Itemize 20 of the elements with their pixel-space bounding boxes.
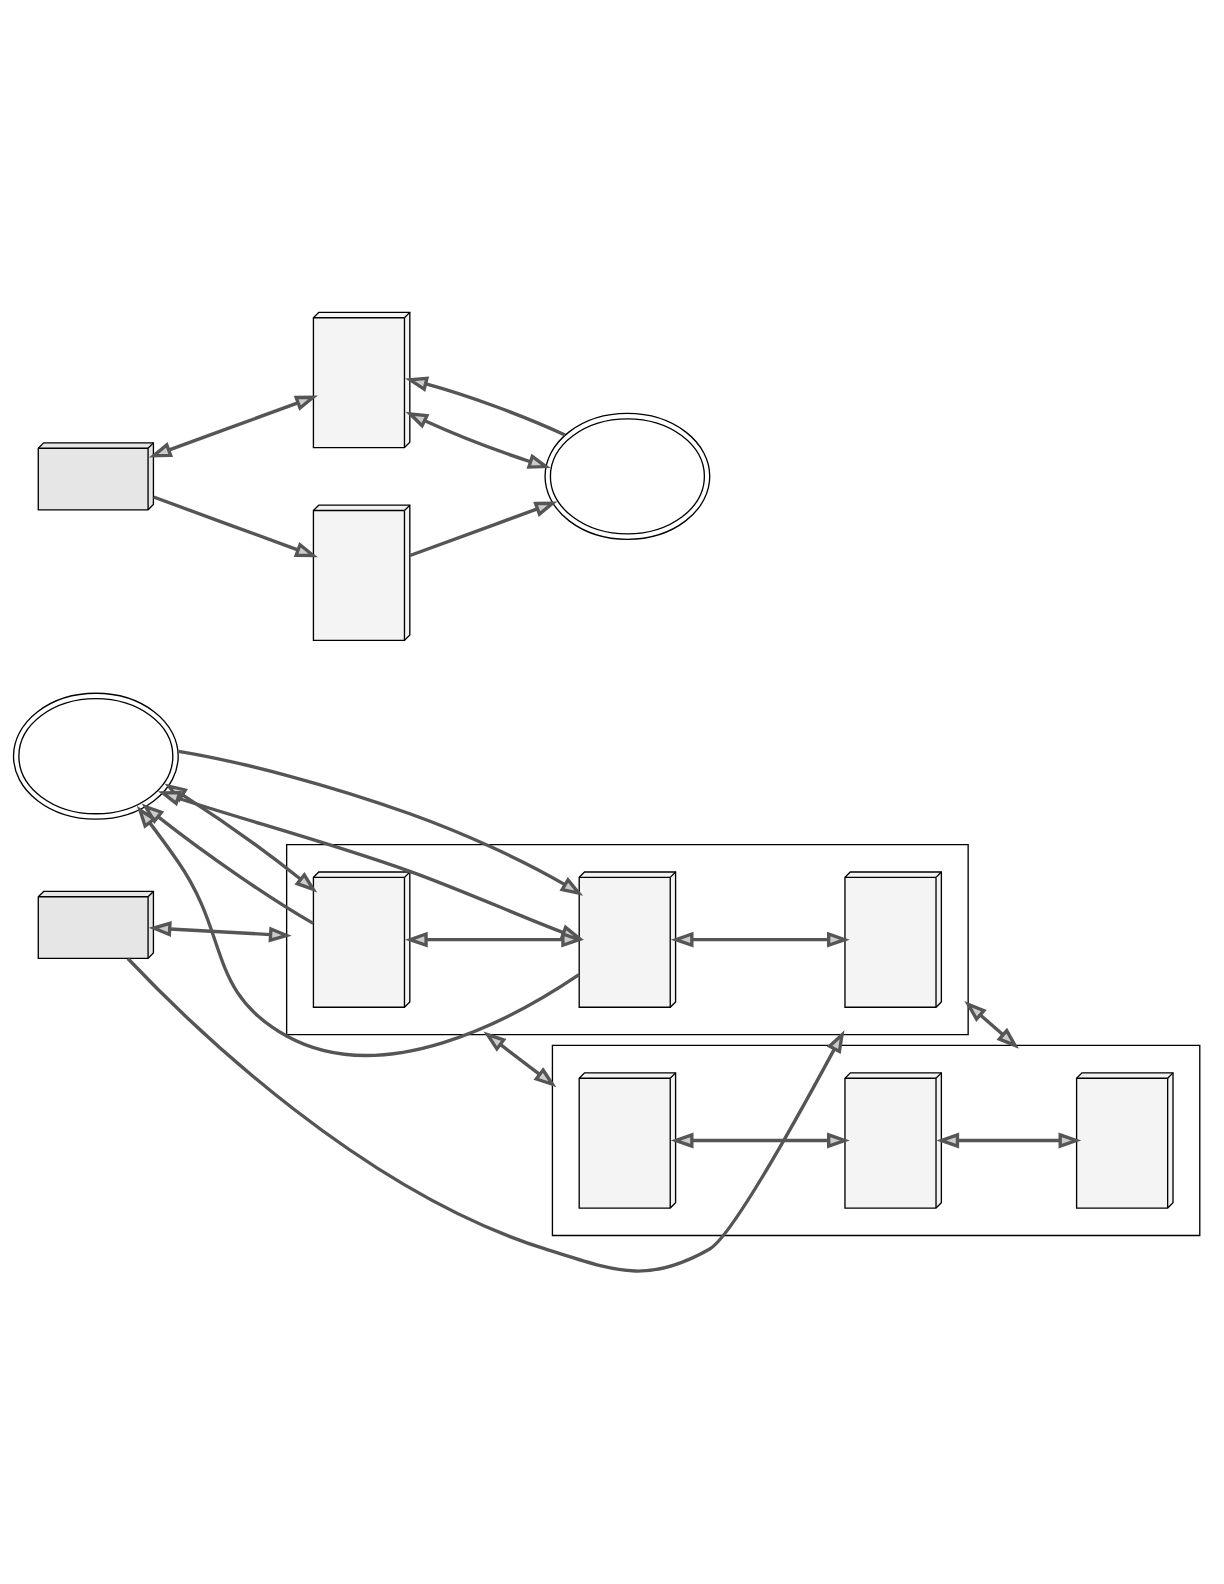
arrow <box>141 803 315 925</box>
arrow <box>670 931 850 948</box>
arrow <box>126 957 845 1273</box>
arrow <box>404 931 585 948</box>
arrow <box>405 411 551 469</box>
arrow <box>178 749 584 896</box>
cluster <box>551 1044 1201 1237</box>
arrow <box>153 495 318 558</box>
node-cloud <box>544 412 711 540</box>
arrow <box>936 1132 1082 1149</box>
arrow <box>148 395 318 458</box>
arrow <box>136 805 580 1057</box>
arrow <box>148 921 292 943</box>
arrow <box>483 1031 557 1088</box>
arrow <box>670 1132 850 1149</box>
node-cloud <box>12 692 179 820</box>
arrow <box>405 376 566 437</box>
arrow <box>964 1000 1019 1049</box>
cluster <box>285 843 969 1036</box>
arrow <box>409 501 558 558</box>
